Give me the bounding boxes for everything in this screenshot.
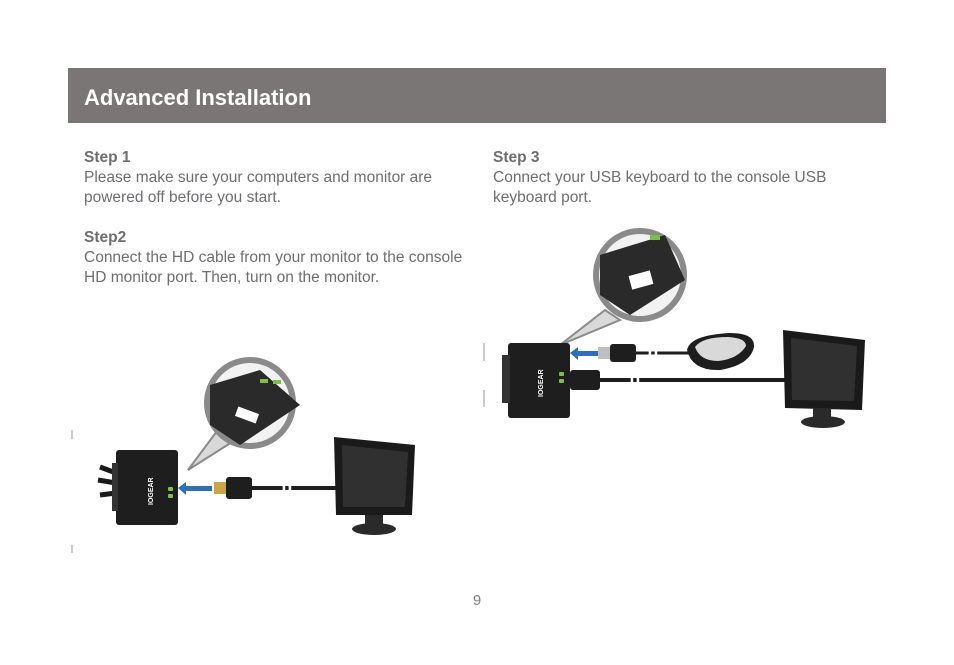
page-number: 9 (472, 592, 482, 609)
section-banner: Advanced Installation (68, 68, 886, 123)
step-3-text: Connect your USB keyboard to the console… (493, 169, 827, 206)
step-2-text: Connect the HD cable from your monitor t… (84, 249, 463, 286)
device-logo: IOGEAR (538, 369, 545, 397)
device-logo: IOGEAR (148, 477, 155, 505)
keyboard (687, 333, 755, 371)
monitor (334, 437, 415, 535)
usb-port-callout (559, 228, 687, 346)
hd-cable (570, 370, 790, 390)
step-2-heading: Step2 (84, 229, 127, 246)
page-title: Advanced Installation (84, 85, 312, 110)
step-1: Step 1 Please make sure your computers a… (84, 148, 469, 208)
insert-arrow (178, 482, 212, 495)
step-2: Step2 Connect the HD cable from your mon… (84, 228, 469, 288)
usb-keyboard-illustration: IOGEAR (483, 228, 865, 428)
step-3: Step 3 Connect your USB keyboard to the … (493, 148, 873, 208)
insert-arrow (570, 347, 598, 360)
kvm-switch: IOGEAR (112, 450, 178, 525)
step-3-heading: Step 3 (493, 149, 540, 166)
step-1-text: Please make sure your computers and moni… (84, 169, 433, 206)
hd-connection-illustration: IOGEAR (71, 357, 415, 553)
step-1-heading: Step 1 (84, 149, 131, 166)
hd-cable (214, 477, 340, 499)
port-callout (187, 357, 300, 471)
monitor (783, 330, 865, 428)
kvm-switch: IOGEAR (502, 343, 570, 418)
usb-cable (598, 344, 695, 362)
